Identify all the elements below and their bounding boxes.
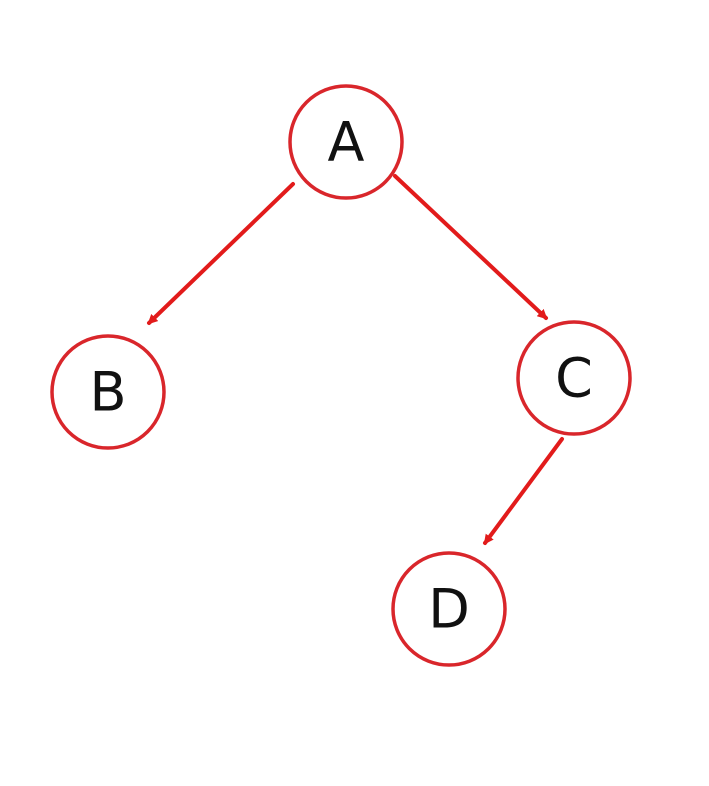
- node-b-label: B: [89, 361, 126, 424]
- edge-c-to-d: [483, 437, 564, 545]
- node-c: C: [516, 320, 632, 436]
- node-b-circle: [50, 334, 166, 450]
- node-d: D: [391, 551, 507, 667]
- node-c-label: C: [555, 347, 593, 410]
- node-a: A: [288, 84, 404, 200]
- node-d-circle: [391, 551, 507, 667]
- edges: [147, 174, 564, 545]
- node-c-circle: [516, 320, 632, 436]
- node-b: B: [50, 334, 166, 450]
- node-d-label: D: [428, 578, 470, 641]
- node-a-label: A: [328, 111, 365, 174]
- node-a-circle: [288, 84, 404, 200]
- edge-a-to-c: [393, 174, 548, 320]
- edge-a-to-b: [147, 182, 295, 325]
